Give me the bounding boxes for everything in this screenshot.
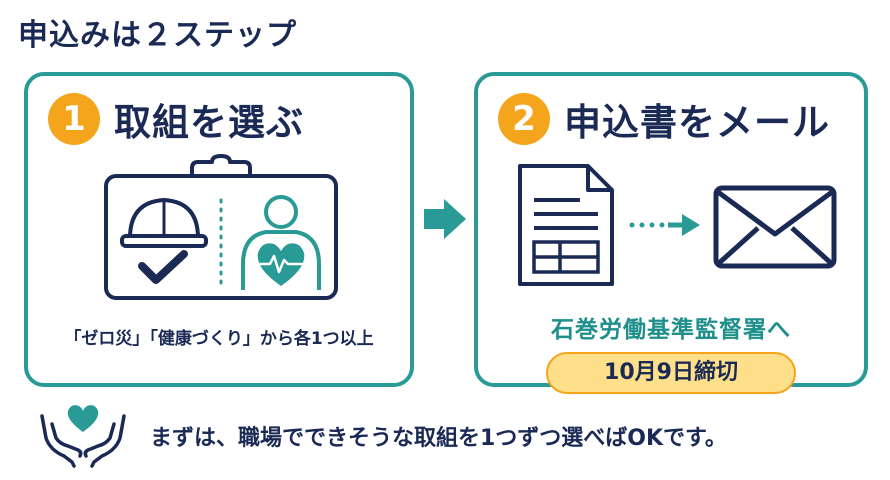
hard-hat-icon [120,198,208,248]
mail-application-illustration [518,164,837,286]
step-1-card: 1 取組を選ぶ 「ゼロ災」「健康づくり」から各1つ以上 [24,72,414,387]
step-1-header: 1 取組を選ぶ [48,92,304,146]
envelope-icon [713,185,837,269]
person-heart-icon [241,195,321,290]
step-1-note: 「ゼロ災」「健康づくり」から各1つ以上 [64,329,374,349]
step-2-title: 申込書をメール [564,101,830,144]
next-step-arrow-icon [424,199,466,239]
step-2-card: 2 申込書をメール 石巻労働基準監督署 [474,72,868,394]
footer-message: まずは、職場でできそうな取組を1つずつ選べばOKです。 [150,426,727,451]
submission-destination: 石巻労働基準監督署へ [551,317,791,343]
step-2-header: 2 申込書をメール [498,92,830,146]
checkmark-icon [138,250,188,284]
dotted-arrow-icon [629,214,700,236]
document-icon [518,164,614,286]
clipboard-icon [104,154,338,300]
deadline-badge: 10月9日締切 [546,352,796,394]
step-1-number: 1 [48,93,100,145]
step-2-number: 2 [498,93,550,145]
page-heading: 申込みは２ステップ [18,18,297,53]
step-1-title: 取組を選ぶ [114,101,304,144]
hands-heart-icon [40,405,126,468]
